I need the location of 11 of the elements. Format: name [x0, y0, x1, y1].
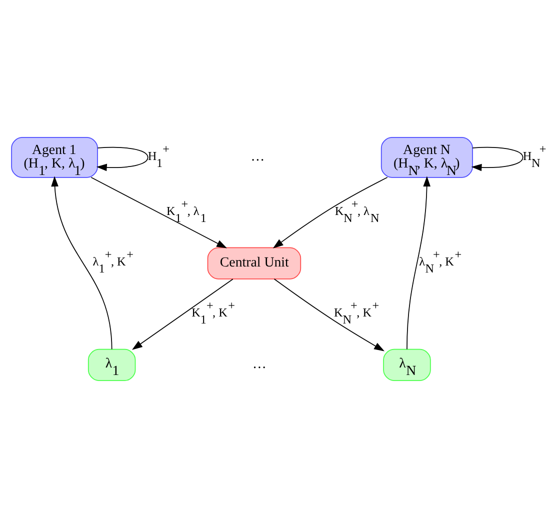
arrow: [132, 278, 234, 350]
arrow: [90, 176, 228, 248]
arrow: [406, 176, 430, 350]
arrow: [272, 176, 388, 248]
arrow: [96, 146, 148, 171]
arrow: [274, 278, 384, 351]
label: …: [252, 356, 266, 372]
label: …: [250, 149, 265, 164]
arrow: [471, 146, 524, 171]
arrow: [51, 176, 112, 350]
node-box: Central Unit: [207, 246, 302, 279]
